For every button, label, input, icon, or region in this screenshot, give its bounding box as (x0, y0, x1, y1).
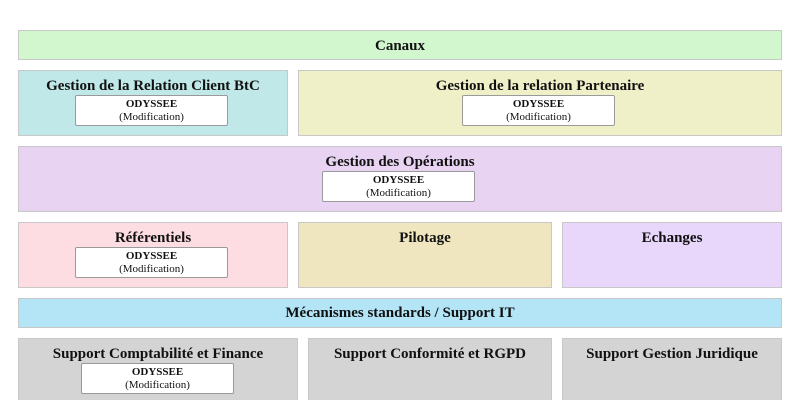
block-support-conformite: Support Conformité et RGPD (308, 338, 552, 400)
application-status: (Modification) (506, 111, 571, 123)
block-title: Support Conformité et RGPD (333, 346, 527, 362)
block-mecanismes-standards: Mécanismes standards / Support IT (18, 298, 782, 328)
application-name: ODYSSEE (125, 250, 178, 262)
application-box[interactable]: ODYSSEE (Modification) (75, 247, 228, 278)
block-referentiels: Référentiels ODYSSEE (Modification) (18, 222, 288, 288)
block-support-comptabilite: Support Comptabilité et Finance ODYSSEE … (18, 338, 298, 400)
application-status: (Modification) (366, 187, 431, 199)
application-box[interactable]: ODYSSEE (Modification) (81, 363, 234, 394)
block-title: Référentiels (114, 230, 192, 246)
application-status: (Modification) (119, 263, 184, 275)
block-gestion-relation-client: Gestion de la Relation Client BtC ODYSSE… (18, 70, 288, 136)
block-title: Support Gestion Juridique (586, 346, 758, 362)
block-title: Canaux (374, 38, 426, 54)
block-pilotage: Pilotage (298, 222, 552, 288)
block-title: Gestion des Opérations (325, 154, 475, 170)
application-status: (Modification) (119, 111, 184, 123)
block-gestion-relation-partenaire: Gestion de la relation Partenaire ODYSSE… (298, 70, 782, 136)
block-title: Pilotage (399, 230, 451, 246)
block-title: Echanges (641, 230, 703, 246)
block-title: Support Comptabilité et Finance (52, 346, 264, 362)
block-canaux: Canaux (18, 30, 782, 60)
block-support-juridique: Support Gestion Juridique (562, 338, 782, 400)
block-title: Mécanismes standards / Support IT (285, 305, 515, 321)
block-title: Gestion de la Relation Client BtC (46, 78, 260, 94)
application-box[interactable]: ODYSSEE (Modification) (75, 95, 228, 126)
application-box[interactable]: ODYSSEE (Modification) (322, 171, 475, 202)
application-name: ODYSSEE (512, 98, 565, 110)
block-title: Gestion de la relation Partenaire (435, 78, 645, 94)
application-name: ODYSSEE (125, 98, 178, 110)
application-box[interactable]: ODYSSEE (Modification) (462, 95, 615, 126)
application-name: ODYSSEE (372, 174, 425, 186)
block-gestion-operations: Gestion des Opérations ODYSSEE (Modifica… (18, 146, 782, 212)
application-status: (Modification) (125, 379, 190, 391)
application-name: ODYSSEE (131, 366, 184, 378)
block-echanges: Echanges (562, 222, 782, 288)
